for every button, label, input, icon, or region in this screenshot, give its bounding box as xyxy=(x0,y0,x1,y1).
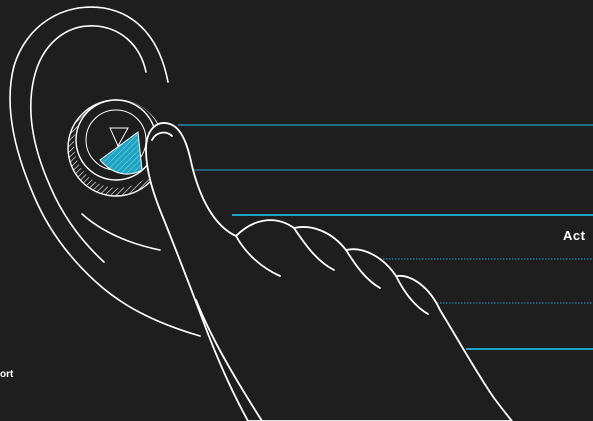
callout-label-action: Act xyxy=(563,229,585,242)
callout-label-left: ort xyxy=(0,370,13,380)
finger-tap xyxy=(146,123,512,421)
